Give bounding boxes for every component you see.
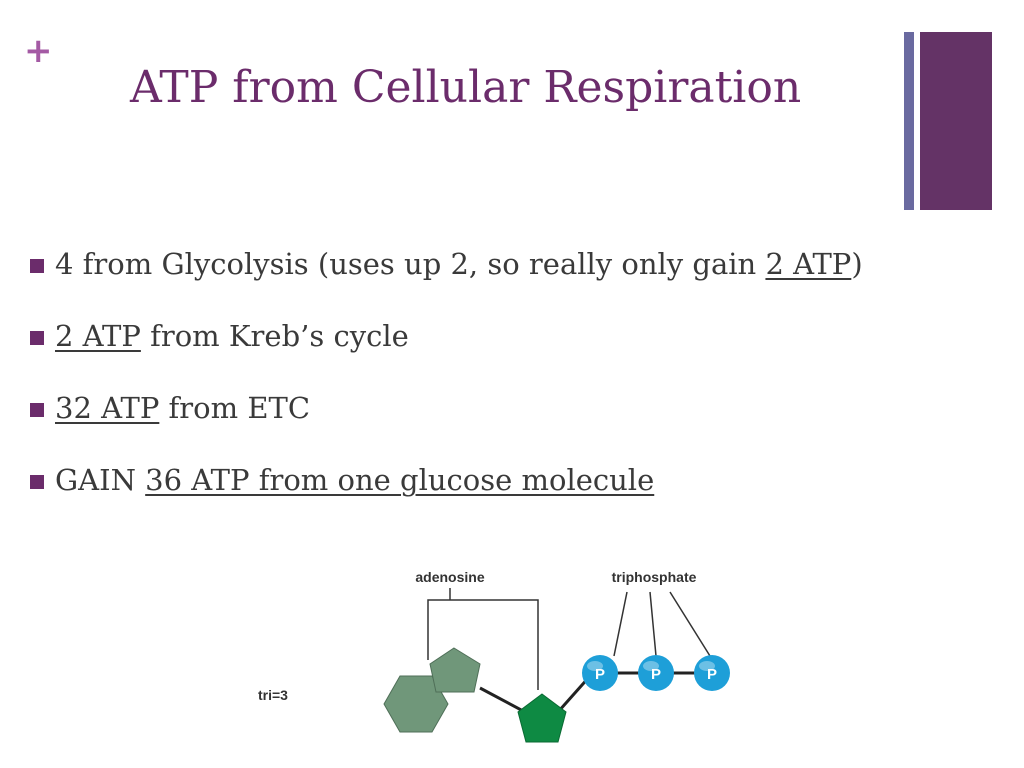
atp-diagram: adenosine triphosphate tri=3 P P P <box>258 569 730 743</box>
text-run: from ETC <box>159 391 311 425</box>
text-run: 4 from Glycolysis (uses up 2, so really … <box>55 247 766 281</box>
phosphate-label: P <box>595 666 605 683</box>
emphasized-text: 2 ATP <box>765 247 852 281</box>
bullet-item: 2 ATP from Kreb’s cycle <box>30 300 863 372</box>
slide-title: ATP from Cellular Respiration <box>130 62 802 113</box>
bullet-item: 4 from Glycolysis (uses up 2, so really … <box>30 228 863 300</box>
bullet-list: 4 from Glycolysis (uses up 2, so really … <box>30 228 863 516</box>
emphasized-text: 32 ATP <box>55 391 160 425</box>
bullet-marker <box>30 331 44 345</box>
emphasized-text: 36 ATP from one glucose molecule <box>145 463 655 497</box>
bullet-marker <box>30 475 44 489</box>
bullet-text: 2 ATP from Kreb’s cycle <box>55 319 409 353</box>
bullet-item: 32 ATP from ETC <box>30 372 863 444</box>
bullet-text: 32 ATP from ETC <box>55 391 310 425</box>
triphosphate-pointer-line <box>669 591 711 657</box>
adenine-pentagon <box>429 647 481 693</box>
phosphate-group: P <box>638 655 674 691</box>
decorative-bar-thick <box>920 32 992 210</box>
phosphate-label: P <box>707 666 717 683</box>
bullet-item: GAIN 36 ATP from one glucose molecule <box>30 444 863 516</box>
bullet-text: 4 from Glycolysis (uses up 2, so really … <box>55 247 863 281</box>
adenine-hexagon <box>383 675 449 733</box>
adenosine-label: adenosine <box>415 569 484 585</box>
emphasized-text: 2 ATP <box>55 319 141 353</box>
decorative-bar-thin <box>904 32 914 210</box>
bullet-marker <box>30 259 44 273</box>
phosphate-group: P <box>694 655 730 691</box>
triphosphate-label: triphosphate <box>612 569 697 585</box>
tri-note: tri=3 <box>258 687 288 703</box>
bullet-marker <box>30 403 44 417</box>
triphosphate-pointer-line <box>649 591 657 657</box>
text-run: GAIN <box>55 463 146 497</box>
ribose-pentagon <box>517 693 567 743</box>
phosphate-label: P <box>651 666 661 683</box>
plus-mark: + <box>24 31 53 71</box>
phosphate-group: P <box>582 655 618 691</box>
triphosphate-pointer-line <box>613 591 628 657</box>
bullet-text: GAIN 36 ATP from one glucose molecule <box>55 463 654 497</box>
adenosine-bracket <box>427 588 539 690</box>
text-run: ) <box>851 247 863 281</box>
text-run: from Kreb’s cycle <box>140 319 409 353</box>
